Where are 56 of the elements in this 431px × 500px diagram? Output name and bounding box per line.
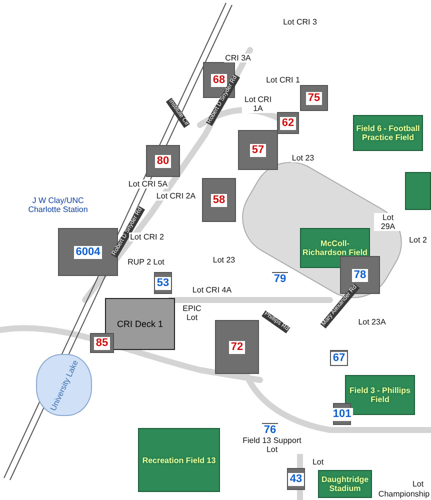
building-number: 76 <box>262 424 278 436</box>
building-number: 68 <box>210 74 228 86</box>
lot-label: Lot CRI 2A <box>155 192 197 200</box>
lot-label: Lot 23 <box>290 154 316 162</box>
lot-label: Field 13 Support Lot <box>241 436 303 454</box>
building-number: 80 <box>154 154 172 168</box>
lot-label: Lot CRI 2 <box>129 232 165 242</box>
building-block <box>215 320 259 374</box>
lot-label: Lot CRI 4A <box>191 286 233 294</box>
field-name: McColl-Richardson Field <box>302 239 368 257</box>
building-number: 58 <box>210 194 228 206</box>
building-block <box>202 178 236 222</box>
building-block <box>277 112 299 134</box>
lot-label: RUP 2 Lot <box>126 258 166 266</box>
lot-label: Lot CRI 3 <box>282 18 318 26</box>
building-block <box>90 333 114 353</box>
building-number: 6004 <box>74 246 102 258</box>
field-name: Daughtridge Stadium <box>320 475 370 493</box>
building-number: 43 <box>288 472 304 486</box>
sports-field <box>353 115 423 151</box>
lot-label: Lot 23A <box>357 318 387 326</box>
lot-label: Lot <box>311 458 325 466</box>
building-block <box>300 85 328 111</box>
deck-name: CRI Deck 1 <box>116 319 163 329</box>
sports-field <box>318 470 372 498</box>
building-number: 57 <box>250 144 266 156</box>
building-number: 62 <box>280 116 296 130</box>
field-name: Field 3 - Phillips Field <box>348 386 412 404</box>
building-block <box>287 468 305 490</box>
field-name: Recreation Field 13 <box>142 456 216 464</box>
building-block <box>333 403 351 425</box>
lot-label: Lot 2 <box>408 236 428 244</box>
lot-label: Lot <box>411 480 425 488</box>
lot-label: CRI 3A <box>224 54 252 62</box>
building-number: 75 <box>306 92 322 104</box>
building-number: 78 <box>352 268 368 282</box>
lot-label: Lot CRI 1 <box>265 76 301 84</box>
building-number: 53 <box>154 276 172 290</box>
lot-label: Lot CRI 5A <box>127 180 169 188</box>
building-block <box>238 130 278 170</box>
sports-field <box>138 428 220 492</box>
lot-label: Lot CRI 1A <box>242 95 274 113</box>
building-block <box>340 256 380 294</box>
building-number: 72 <box>228 340 246 354</box>
lot-label: Lot 29A <box>374 213 402 231</box>
lot-label: Lot 23 <box>212 256 236 264</box>
lake <box>36 354 92 416</box>
building-number: 79 <box>272 272 288 286</box>
building-block <box>146 145 180 177</box>
sports-field <box>405 172 431 210</box>
building-number: 67 <box>330 352 348 364</box>
field-name: Field 6 - Football Practice Field <box>355 124 421 142</box>
building-block <box>154 272 172 294</box>
lot-label: Championship <box>377 490 431 498</box>
building-number: 85 <box>94 336 110 350</box>
building-number: 101 <box>330 408 354 420</box>
